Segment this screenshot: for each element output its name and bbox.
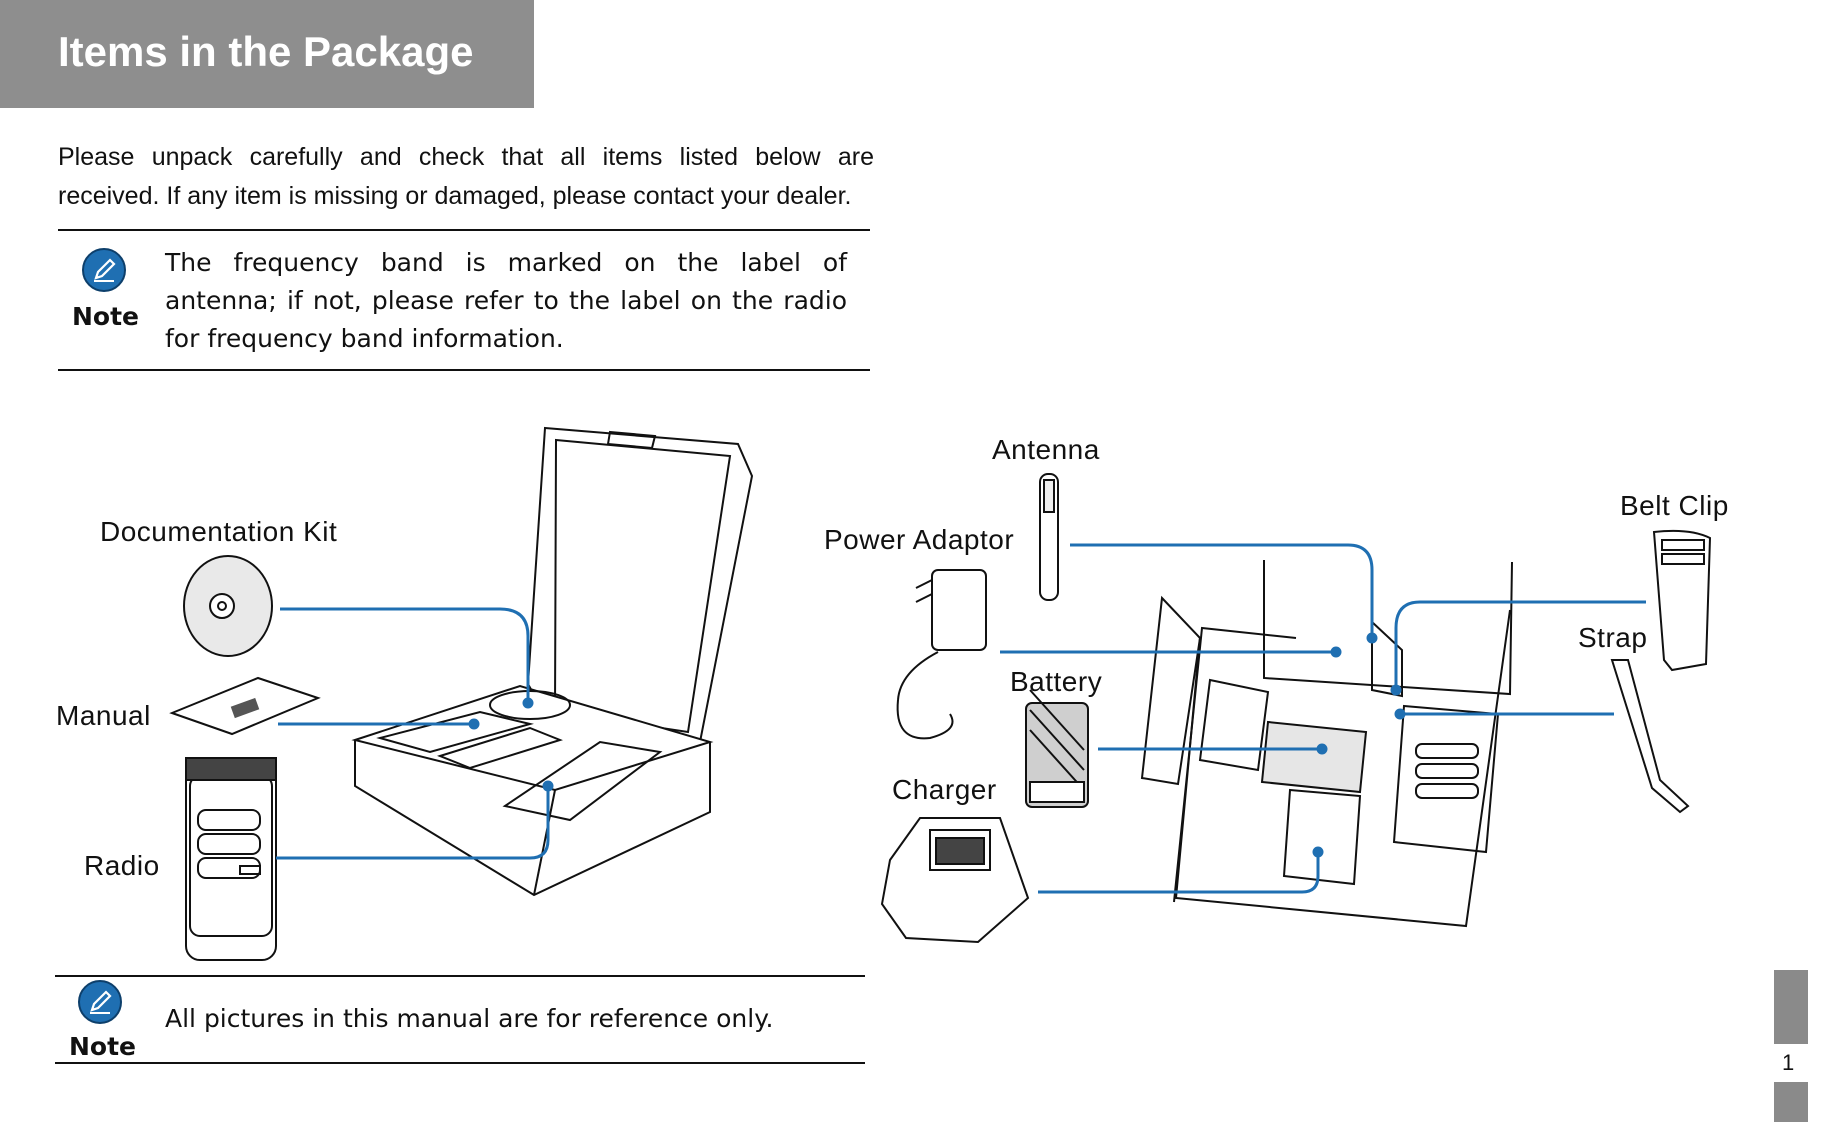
note-label: Note [72,302,140,331]
note-text: The frequency band is marked on the labe… [165,248,847,353]
intro-paragraph: Please unpack carefully and check that a… [58,143,874,210]
side-tab-upper [1774,970,1808,1044]
divider [55,975,865,977]
divider [58,229,870,231]
label-documentation-kit: Documentation Kit [100,516,338,547]
pencil-note-icon [78,980,122,1024]
pencil-note-icon [82,248,126,292]
label-antenna: Antenna [992,434,1100,465]
note-label: Note [69,1032,137,1061]
page-number: 1 [1782,1050,1795,1075]
page-title: Items in the Package [58,28,474,75]
note-text: All pictures in this manual are for refe… [165,1004,774,1033]
label-manual: Manual [56,700,151,731]
label-charger: Charger [892,774,997,805]
label-strap: Strap [1578,622,1648,653]
label-battery: Battery [1010,666,1103,697]
label-belt-clip: Belt Clip [1620,490,1729,521]
divider [58,369,870,371]
divider [55,1062,865,1064]
label-radio: Radio [84,850,160,881]
section-header: Items in the Package [0,0,534,108]
side-tab-lower [1774,1082,1808,1122]
label-power-adaptor: Power Adaptor [824,524,1015,555]
